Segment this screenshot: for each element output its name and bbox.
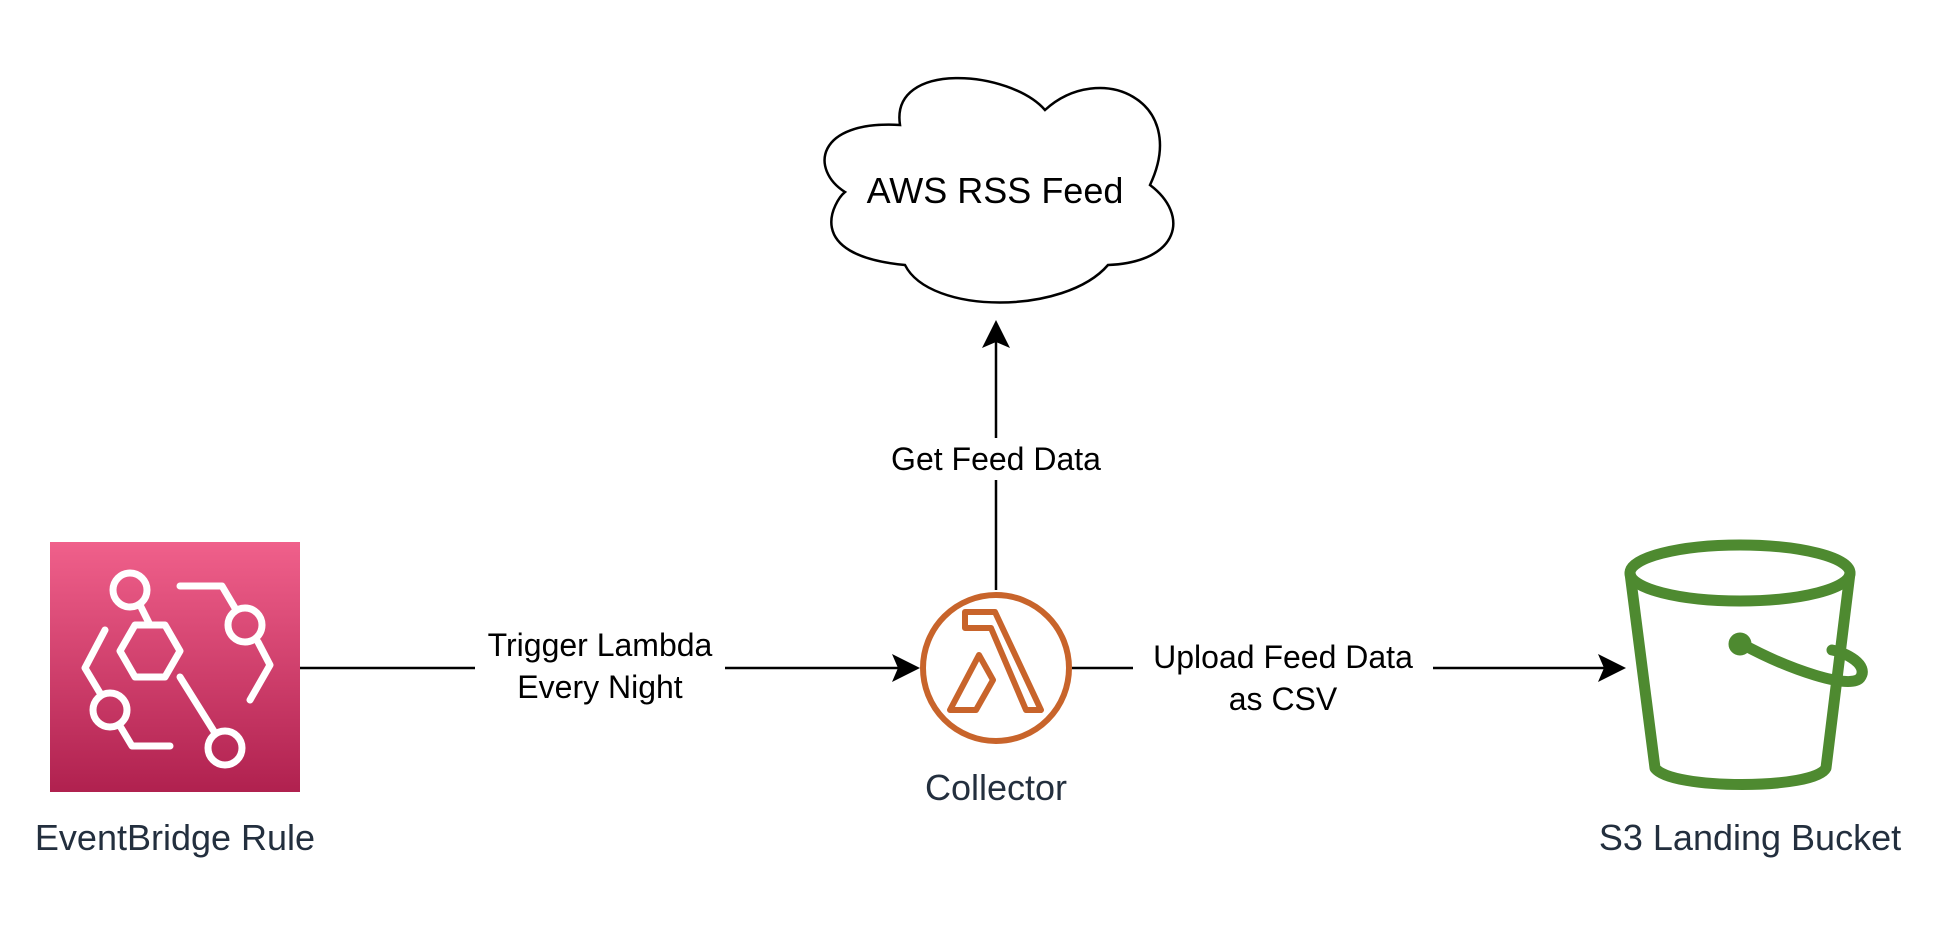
s3-label: S3 Landing Bucket [1598,817,1902,858]
cloud-shape[interactable] [823,76,1175,304]
edge-get-feed-arrowhead [982,320,1010,348]
lambda-icon[interactable] [920,592,1072,744]
edge-trigger-arrowhead [892,654,920,682]
edge-upload-label: Upload Feed Data as CSV [1133,636,1433,720]
eventbridge-icon[interactable] [50,542,300,792]
collector-label: Collector [924,767,1068,808]
rss-feed-label: AWS RSS Feed [866,170,1124,211]
edge-trigger-label-line1: Trigger Lambda [487,627,713,663]
edge-upload-arrowhead [1598,654,1626,682]
edge-upload-label-line1: Upload Feed Data [1153,639,1413,675]
edge-get-feed-label: Get Feed Data [876,438,1116,480]
edge-trigger-label-line2: Every Night [517,669,683,705]
edge-upload-label-line2: as CSV [1228,681,1338,717]
eventbridge-label: EventBridge Rule [34,817,316,858]
s3-bucket-icon[interactable] [1624,539,1868,790]
edge-trigger-label: Trigger Lambda Every Night [475,624,725,708]
